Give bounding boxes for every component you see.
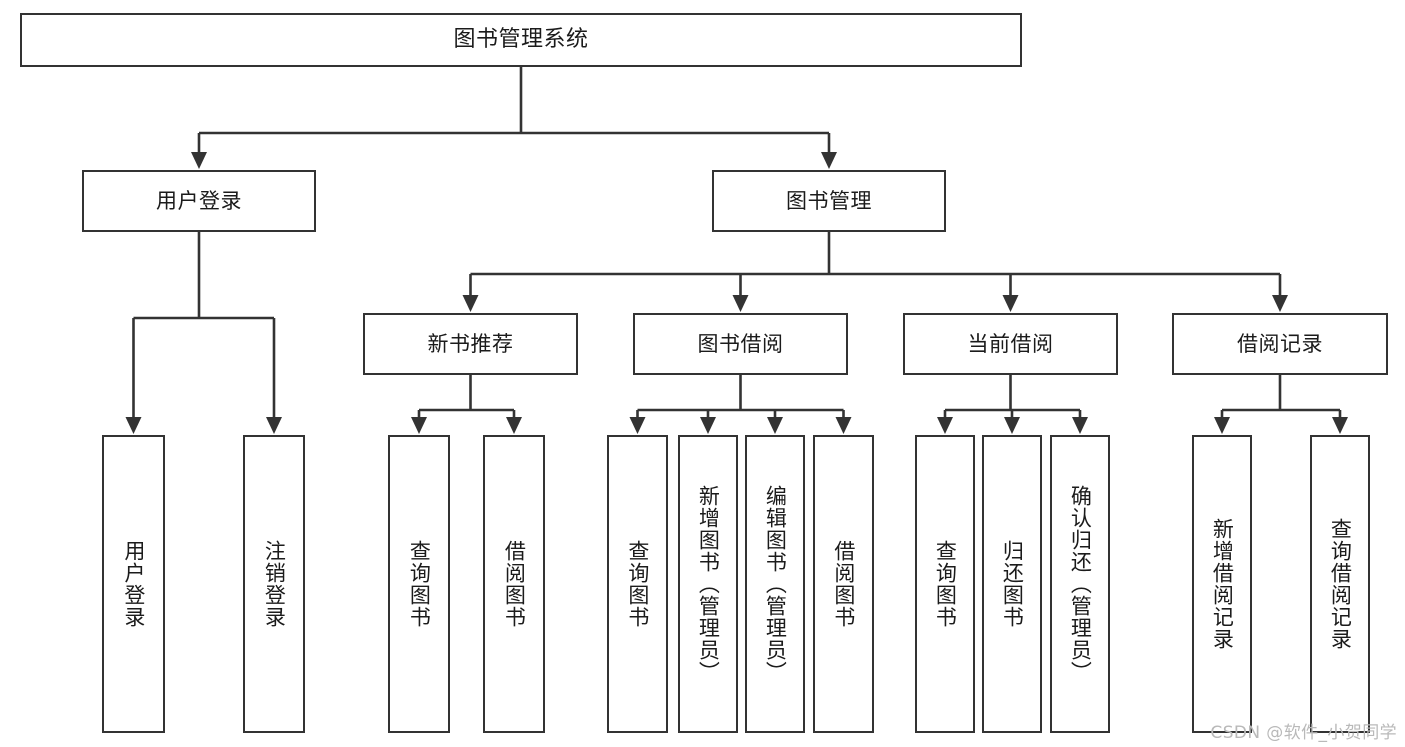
node-leaf-borrow-book-rec[interactable]: 借阅图书 (483, 435, 545, 733)
node-borrow-record[interactable]: 借阅记录 (1172, 313, 1388, 375)
arrowhead-icon (411, 417, 427, 434)
node-leaf-query-current[interactable]: 查询图书 (915, 435, 975, 733)
node-leaf-confirm-return[interactable]: 确认归还（管理员） (1050, 435, 1110, 733)
edge-group-new-book-rec (417, 375, 516, 424)
node-label: 用户登录 (121, 540, 146, 628)
node-label: 查询图书 (625, 540, 650, 628)
node-label: 用户登录 (156, 188, 242, 213)
node-leaf-borrow-book[interactable]: 借阅图书 (813, 435, 874, 733)
node-label: 借阅图书 (831, 540, 856, 628)
node-label: 当前借阅 (967, 331, 1054, 356)
node-leaf-query-record[interactable]: 查询借阅记录 (1310, 435, 1370, 733)
node-label: 新增借阅记录 (1210, 518, 1235, 650)
node-leaf-add-record[interactable]: 新增借阅记录 (1192, 435, 1252, 733)
arrowhead-icon (1332, 417, 1348, 434)
node-label: 编辑图书（管理员） (763, 485, 788, 683)
node-label: 归还图书 (1000, 540, 1025, 628)
arrowhead-icon (125, 417, 142, 434)
node-label: 查询图书 (933, 540, 958, 628)
node-label: 新书推荐 (427, 331, 514, 356)
node-label: 借阅记录 (1237, 331, 1323, 356)
arrowhead-icon (629, 417, 646, 434)
arrowhead-icon (462, 295, 479, 312)
node-leaf-query-book-rec[interactable]: 查询图书 (388, 435, 450, 733)
node-label: 图书管理 (786, 188, 872, 213)
arrowhead-icon (835, 417, 852, 434)
node-leaf-user-login[interactable]: 用户登录 (102, 435, 165, 733)
node-book-manage[interactable]: 图书管理 (712, 170, 946, 232)
edge-group-current-borrow (943, 375, 1082, 424)
edge-group-root (197, 67, 831, 159)
arrowhead-icon (1272, 295, 1288, 312)
edge-group-user-login (132, 232, 276, 424)
arrowhead-icon (767, 417, 783, 434)
node-leaf-return-book[interactable]: 归还图书 (982, 435, 1042, 733)
watermark: CSDN @软件_小贺同学 (1210, 723, 1397, 743)
node-leaf-logout[interactable]: 注销登录 (243, 435, 305, 733)
node-label: 注销登录 (262, 540, 287, 628)
node-current-borrow[interactable]: 当前借阅 (903, 313, 1118, 375)
node-label: 借阅图书 (502, 540, 527, 628)
arrowhead-icon (1004, 417, 1020, 434)
node-user-login[interactable]: 用户登录 (82, 170, 316, 232)
edge-group-borrow-record (1220, 375, 1342, 424)
node-label: 新增图书（管理员） (696, 485, 721, 683)
node-new-book-rec[interactable]: 新书推荐 (363, 313, 578, 375)
node-leaf-query-book[interactable]: 查询图书 (607, 435, 668, 733)
node-label: 查询图书 (407, 540, 432, 628)
arrowhead-icon (1072, 417, 1088, 434)
node-leaf-edit-book[interactable]: 编辑图书（管理员） (745, 435, 805, 733)
arrowhead-icon (700, 417, 716, 434)
edge-group-book-borrow (636, 375, 845, 424)
arrowhead-icon (821, 152, 837, 169)
node-label: 图书借阅 (697, 331, 784, 356)
node-book-borrow[interactable]: 图书借阅 (633, 313, 848, 375)
arrowhead-icon (1002, 295, 1019, 312)
node-label: 查询借阅记录 (1328, 518, 1353, 650)
arrowhead-icon (1214, 417, 1230, 434)
arrowhead-icon (506, 417, 522, 434)
arrowhead-icon (266, 417, 282, 434)
node-leaf-add-book[interactable]: 新增图书（管理员） (678, 435, 738, 733)
node-root[interactable]: 图书管理系统 (20, 13, 1022, 67)
node-label: 图书管理系统 (453, 27, 589, 53)
arrowhead-icon (937, 417, 953, 434)
arrowhead-icon (732, 295, 749, 312)
edge-group-book-manage (469, 232, 1282, 302)
node-label: 确认归还（管理员） (1068, 485, 1093, 683)
arrowhead-icon (191, 152, 207, 169)
